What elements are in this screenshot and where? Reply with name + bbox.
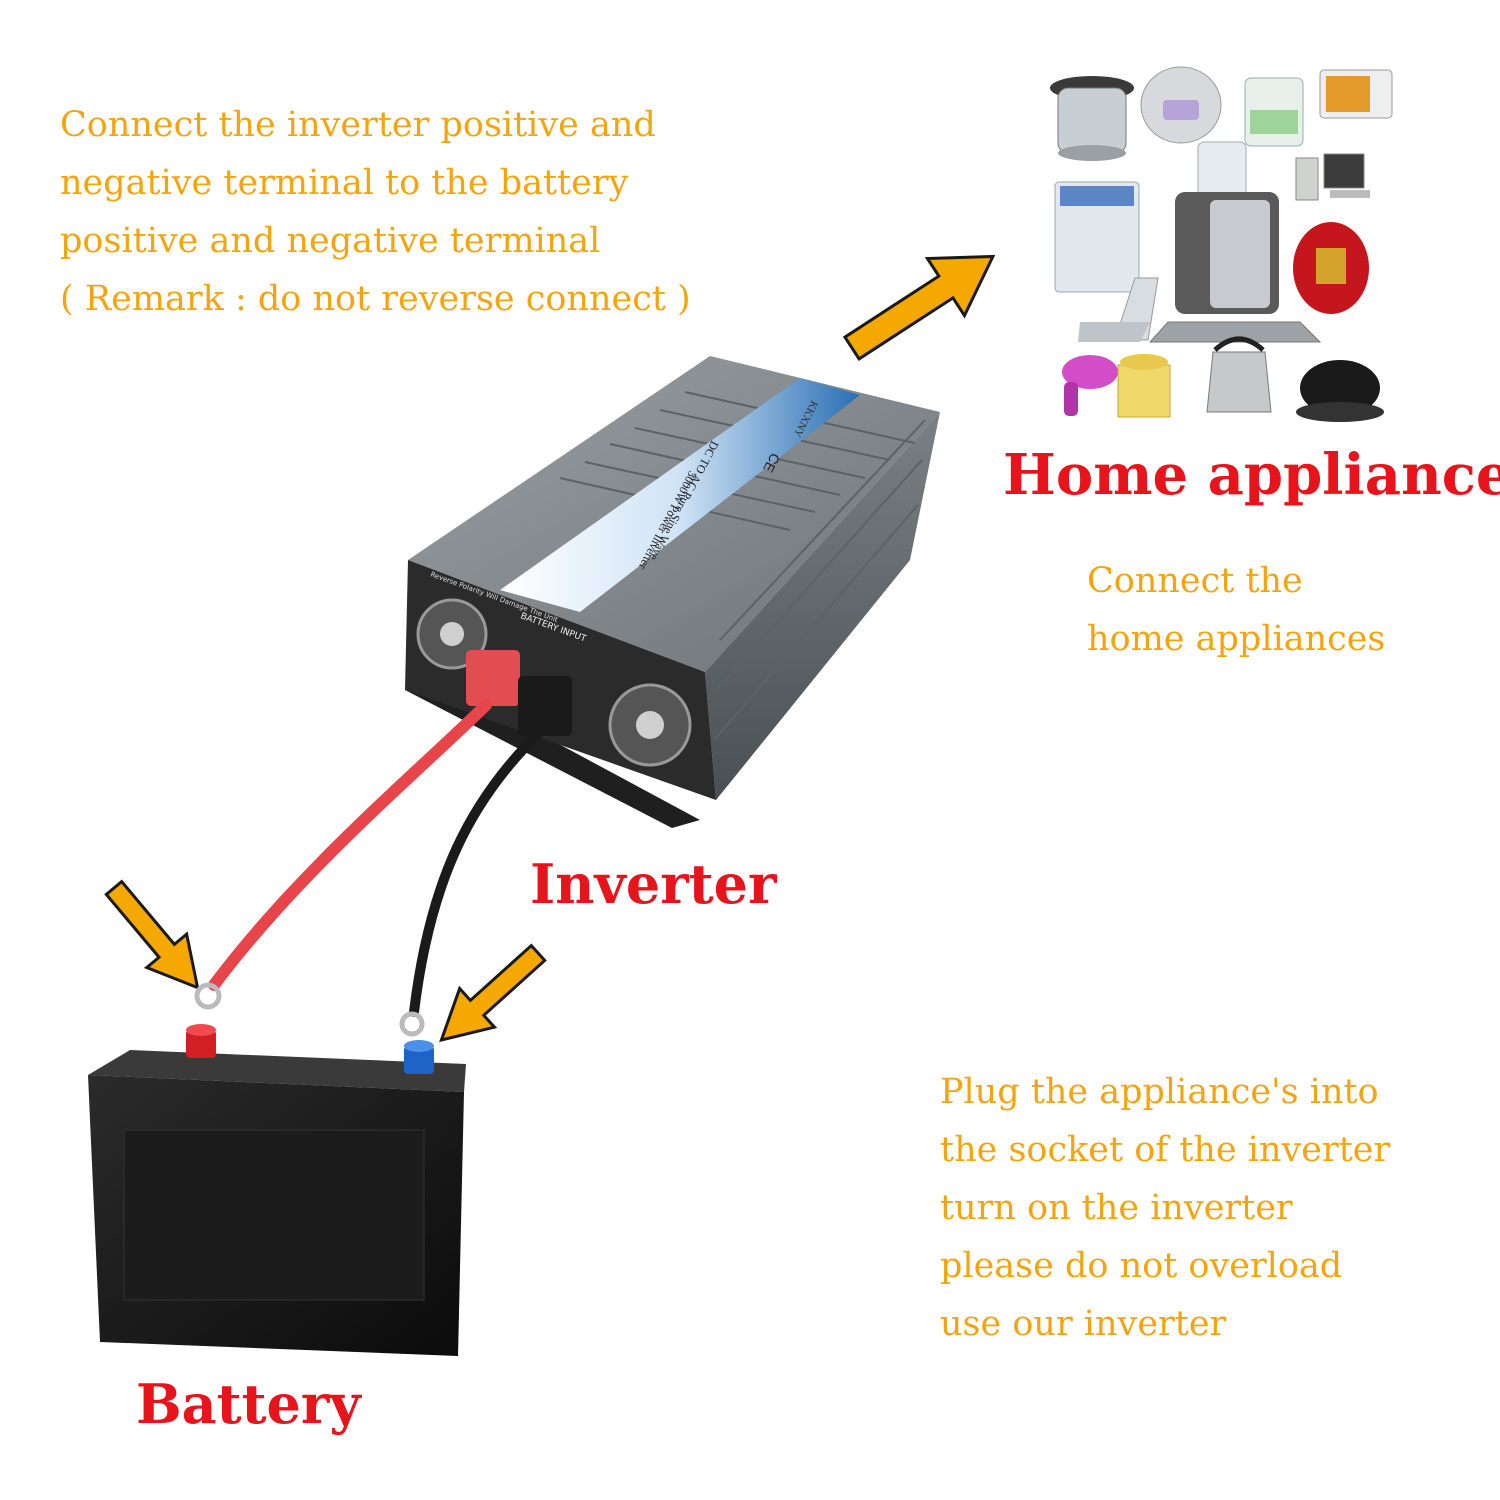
instruction-line: negative terminal to the battery: [60, 163, 629, 203]
instruction-line: positive and negative terminal: [60, 221, 601, 261]
battery-positive-post: [186, 1024, 216, 1058]
instruction-line: home appliances: [1087, 619, 1386, 659]
battery-label: Battery: [136, 1372, 361, 1436]
washing-machine-small-icon: [1244, 77, 1304, 147]
inverter-negative-terminal: [518, 676, 572, 736]
washing-machine-icon: [1054, 181, 1140, 293]
inverter-side-face: [705, 412, 940, 800]
instruction-line: use our inverter: [940, 1304, 1227, 1344]
instruction-line: please do not overload: [940, 1246, 1343, 1286]
instruction-line: Connect the inverter positive and: [60, 105, 656, 145]
arrow-to-appliances: [842, 254, 996, 361]
connect-battery-instructions: Connect the inverter positive and negati…: [60, 96, 691, 328]
teapot-icon: [1296, 360, 1384, 422]
instruction-line: turn on the inverter: [940, 1188, 1293, 1228]
instruction-line: Connect the: [1087, 561, 1303, 601]
plug-in-instructions: Plug the appliance's into the socket of …: [940, 1063, 1390, 1353]
battery-image: [88, 1024, 466, 1356]
inverter-label: Inverter: [530, 852, 777, 916]
positive-ring-terminal: [194, 982, 222, 1010]
microwave-icon: [1319, 69, 1393, 119]
rice-cooker-icon: [1140, 66, 1222, 144]
steel-kettle-icon: [1206, 336, 1272, 413]
inverter-label-sticker: [500, 378, 860, 612]
inverter-positive-terminal: [466, 650, 520, 706]
arrow-to-negative-terminal: [439, 943, 547, 1043]
battery-front-panel: [123, 1129, 425, 1301]
hair-dryer-icon: [1062, 355, 1118, 416]
pressure-cooker-icon: [1050, 76, 1134, 161]
home-appliances-label: Home appliances: [1003, 442, 1500, 508]
red-rice-cooker-icon: [1293, 222, 1369, 314]
desktop-computer-icon: [1295, 153, 1370, 201]
inverter-image: KKXNY CE 3000W Power Inverter DC TO AC P…: [405, 356, 940, 828]
negative-ring-terminal: [399, 1011, 425, 1037]
appliances-collage: [1050, 66, 1393, 422]
negative-cable: [409, 727, 545, 1017]
positive-cable: [208, 699, 492, 991]
instruction-line: the socket of the inverter: [940, 1130, 1391, 1170]
induction-cooker-icon: [1148, 321, 1322, 343]
yellow-kettle-icon: [1117, 354, 1171, 418]
instruction-line: ( Remark : do not reverse connect ): [60, 279, 691, 319]
laptop-icon: [1078, 277, 1159, 342]
arrow-to-positive-terminal: [104, 879, 200, 990]
instruction-line: Plug the appliance's into: [940, 1072, 1379, 1112]
juicer-icon: [1175, 141, 1279, 314]
battery-negative-post: [404, 1040, 434, 1074]
connect-appliances-instructions: Connect the home appliances: [1087, 552, 1385, 668]
cooling-fan-right: [608, 683, 692, 767]
cooling-fins: [559, 391, 926, 741]
battery-top: [88, 1050, 466, 1092]
